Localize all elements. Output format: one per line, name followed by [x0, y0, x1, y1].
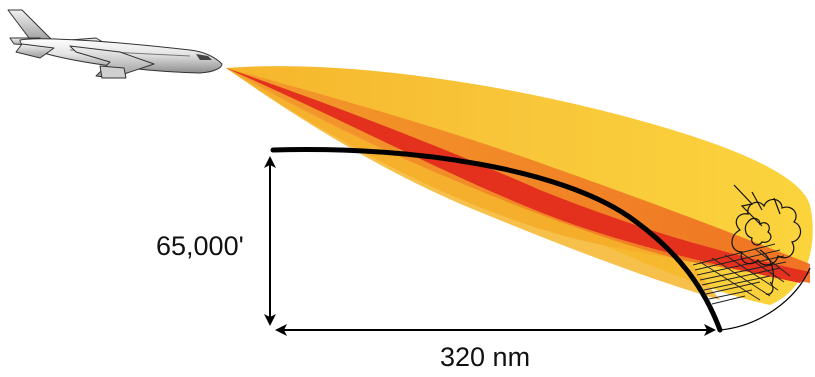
radar-beam-lower — [226, 68, 720, 300]
earth-curvature-line — [270, 147, 723, 333]
airliner-icon — [7, 9, 223, 79]
storm-cloud-icon — [731, 184, 802, 295]
range-label: 320 nm — [440, 342, 531, 372]
altitude-label: 65,000' — [156, 231, 244, 261]
radar-beam-core — [226, 68, 810, 283]
beam-ground-arc — [719, 267, 811, 331]
